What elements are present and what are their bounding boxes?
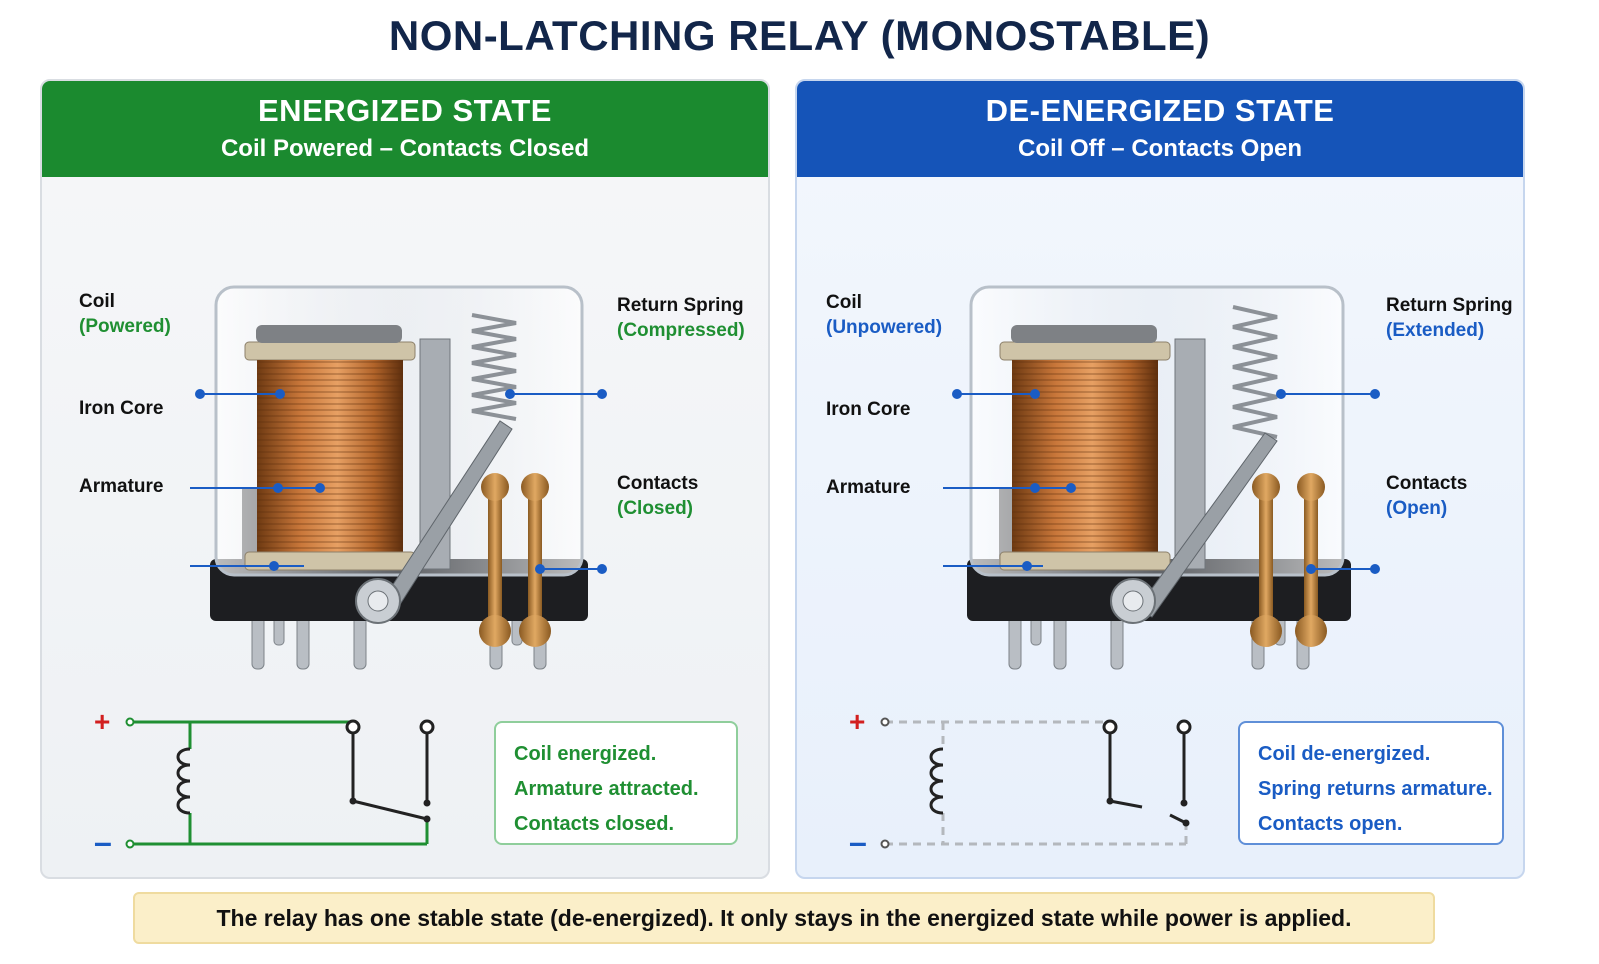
deenergized-header: DE-ENERGIZED STATE Coil Off – Contacts O… [797,81,1523,177]
circuit-schematic-deenergized: + – [849,706,1192,851]
state-line-3: Contacts closed. [514,813,675,835]
state-summary-energized: Coil energized. Armature attracted. Cont… [494,721,738,845]
state-line-1: Coil de-energized. [1258,743,1431,765]
minus-terminal: – [94,824,112,851]
label-iron-core: Iron Core [826,399,911,420]
energized-panel: ENERGIZED STATE Coil Powered – Contacts … [40,79,770,879]
label-contacts-state: (Open) [1386,498,1448,519]
label-coil-state: (Unpowered) [826,317,943,338]
label-coil: Coil (Unpowered) [826,290,942,340]
label-coil: Coil (Powered) [79,289,171,339]
state-line-1: Coil energized. [514,743,657,765]
label-contacts-name: Contacts [617,473,699,494]
relay-illustration-energized [190,285,607,670]
state-line-2: Spring returns armature. [1258,778,1493,800]
label-contacts-state: (Closed) [617,498,693,519]
relay-illustration-deenergized [943,285,1380,670]
energized-header-title: ENERGIZED STATE [258,93,552,128]
energized-header-subtitle: Coil Powered – Contacts Closed [220,135,590,162]
label-return-spring: Return Spring (Compressed) [617,293,745,343]
label-spring-name: Return Spring [1386,295,1513,316]
label-iron-core: Iron Core [79,398,164,419]
label-spring-state: (Extended) [1386,320,1485,341]
deenergized-header-subtitle: Coil Off – Contacts Open [1017,135,1302,162]
minus-terminal: – [849,824,867,851]
label-coil-name: Coil [826,292,862,313]
label-contacts: Contacts (Open) [1386,471,1467,521]
state-line-2: Armature attracted. [514,778,699,800]
footer-note: The relay has one stable state (de-energ… [133,892,1435,944]
deenergized-panel: DE-ENERGIZED STATE Coil Off – Contacts O… [795,79,1525,879]
energized-header: ENERGIZED STATE Coil Powered – Contacts … [42,81,768,177]
label-contacts-name: Contacts [1386,473,1468,494]
plus-terminal: + [849,706,865,737]
state-summary-deenergized: Coil de-energized. Spring returns armatu… [1238,721,1504,845]
plus-terminal: + [94,706,110,737]
label-spring-name: Return Spring [617,295,744,316]
state-line-3: Contacts open. [1258,813,1403,835]
label-contacts: Contacts (Closed) [617,471,698,521]
circuit-schematic-energized: + – [94,706,435,851]
deenergized-header-title: DE-ENERGIZED STATE [985,93,1335,128]
label-coil-name: Coil [79,291,115,312]
label-spring-state: (Compressed) [617,320,745,341]
label-return-spring: Return Spring (Extended) [1386,293,1513,343]
label-armature: Armature [79,476,164,497]
page-title: NON-LATCHING RELAY (MONOSTABLE) [388,12,1211,59]
label-coil-state: (Powered) [79,316,171,337]
label-armature: Armature [826,477,911,498]
